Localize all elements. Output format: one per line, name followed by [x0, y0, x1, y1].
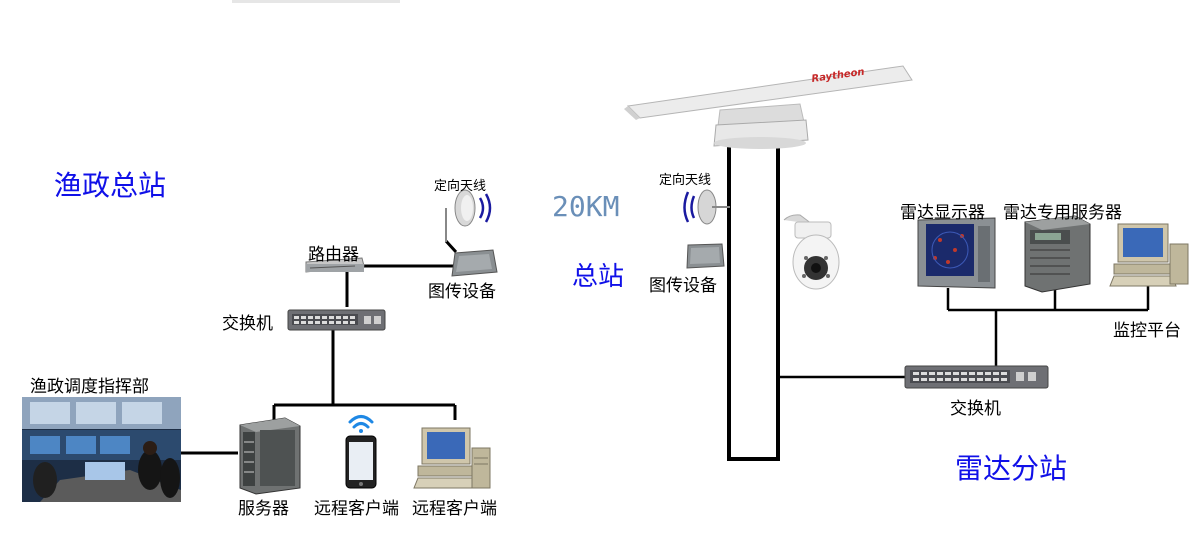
hq-server-label: 服务器 [238, 499, 289, 519]
radar-connection-lines [780, 282, 1150, 379]
monitor-platform-computer-icon [1109, 223, 1189, 287]
link-transmission-device-icon [686, 243, 725, 269]
link-transmission-label: 图传设备 [649, 276, 717, 296]
mobile-phone-icon [345, 435, 377, 489]
radar-station-title: 雷达分站 [955, 452, 1068, 485]
hq-transmission-label: 图传设备 [428, 282, 496, 302]
distance-label: 20KM [552, 190, 620, 223]
hq-server-icon [239, 417, 301, 495]
router-icon [305, 257, 365, 273]
remote-client-label-2: 远程客户端 [412, 499, 497, 519]
radar-switch-label: 交换机 [950, 399, 1001, 419]
remote-client-label-1: 远程客户端 [314, 499, 399, 519]
hq-transmission-device-icon [451, 249, 498, 277]
hq-directional-antenna-icon [445, 189, 492, 242]
hq-switch-label: 交换机 [222, 314, 273, 334]
hq-title: 渔政总站 [54, 169, 167, 202]
hq-connection-lines [178, 239, 458, 455]
dome-camera-icon [783, 214, 840, 290]
link-directional-antenna-icon [683, 189, 730, 225]
radar-display-label: 雷达显示器 [900, 203, 985, 223]
radar-server-icon [1024, 215, 1091, 293]
hq-switch-icon [287, 309, 386, 331]
router-label: 路由器 [308, 245, 359, 265]
radar-display-icon [917, 217, 996, 289]
wifi-icon [348, 415, 374, 433]
radar-switch-icon [904, 365, 1049, 389]
command-center-photo [22, 397, 181, 502]
monitor-platform-label: 监控平台 [1113, 321, 1181, 341]
radar-server-label: 雷达专用服务器 [1003, 203, 1122, 223]
link-antenna-label: 定向天线 [659, 173, 712, 188]
radar-antenna: Raytheon [624, 65, 913, 149]
command-center-label: 渔政调度指挥部 [30, 377, 149, 397]
hq-antenna-label: 定向天线 [434, 179, 487, 194]
hq-computer-icon [413, 427, 491, 489]
station-label: 总站 [572, 262, 625, 292]
radar-mast [727, 141, 780, 461]
